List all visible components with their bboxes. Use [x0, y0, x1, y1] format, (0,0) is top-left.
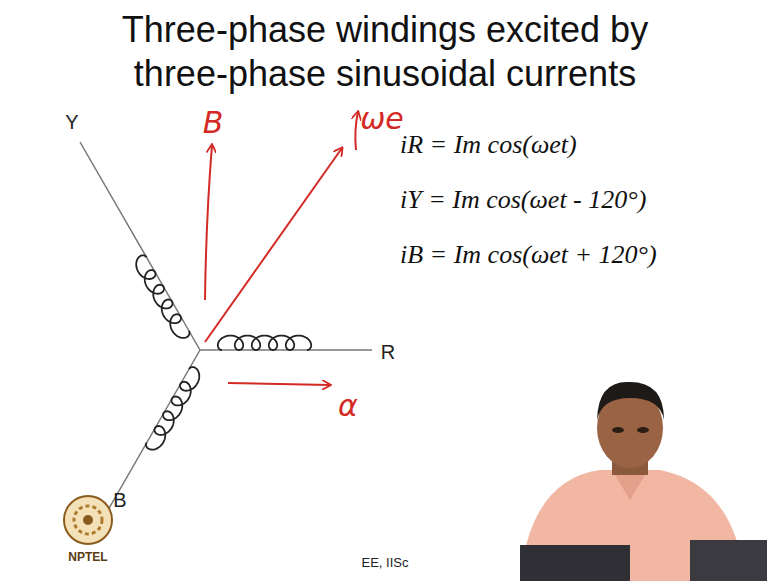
- winding-coils: [132, 254, 311, 454]
- r-axis: [200, 349, 372, 351]
- y-axis: [80, 142, 200, 350]
- slide-title: Three-phase windings excited by three-ph…: [70, 8, 700, 96]
- axis-label: Y: [65, 111, 78, 134]
- annotation: α: [338, 388, 358, 423]
- winding-coil: [132, 254, 191, 342]
- equation: iB = Im cos(ωet + 120°): [400, 240, 657, 270]
- winding-coil: [218, 336, 311, 350]
- axis-label: R: [381, 341, 395, 364]
- b-arrow: [205, 145, 212, 300]
- logo-text: NPTEL: [68, 550, 107, 564]
- equation: iY = Im cos(ωet - 120°): [400, 185, 646, 215]
- presenter-video: [520, 382, 767, 581]
- alpha-arrow: [228, 383, 330, 385]
- footer-text: EE, IISc: [362, 555, 409, 570]
- nptel-logo: [64, 496, 112, 544]
- equation: iR = Im cos(ωet): [400, 130, 577, 160]
- axis-label: B: [113, 489, 126, 512]
- winding-coil: [144, 365, 203, 453]
- rotation-tick: [355, 112, 358, 150]
- field-arrow: [205, 148, 342, 342]
- annotation: B: [203, 105, 224, 140]
- annotation: ωe: [360, 101, 404, 136]
